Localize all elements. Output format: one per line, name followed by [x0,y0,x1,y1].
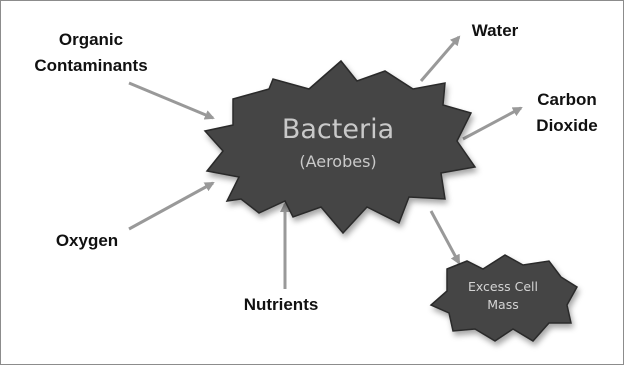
bacteria-blob [205,61,475,233]
organic-contaminants-label-line2: Contaminants [34,56,147,75]
excess-cell-mass-label-line2: Mass [487,297,518,312]
bacteria-title: Bacteria [282,114,394,145]
organic-contaminants-label-line1: Organic [59,30,123,49]
carbon-dioxide-label-line2: Dioxide [536,116,597,135]
arrow-bacteria-to-excess-cell-mass [431,211,459,263]
arrow-oxygen-to-bacteria [129,183,213,229]
carbon-dioxide-label-line1: Carbon [537,90,597,109]
bacteria-subtitle: (Aerobes) [299,152,376,171]
arrow-bacteria-to-water [421,37,459,81]
nutrients-label: Nutrients [244,295,319,314]
excess-cell-mass-label-line1: Excess Cell [468,279,538,294]
arrow-organic-to-bacteria [129,83,213,118]
oxygen-label: Oxygen [56,231,118,250]
water-label: Water [472,21,519,40]
